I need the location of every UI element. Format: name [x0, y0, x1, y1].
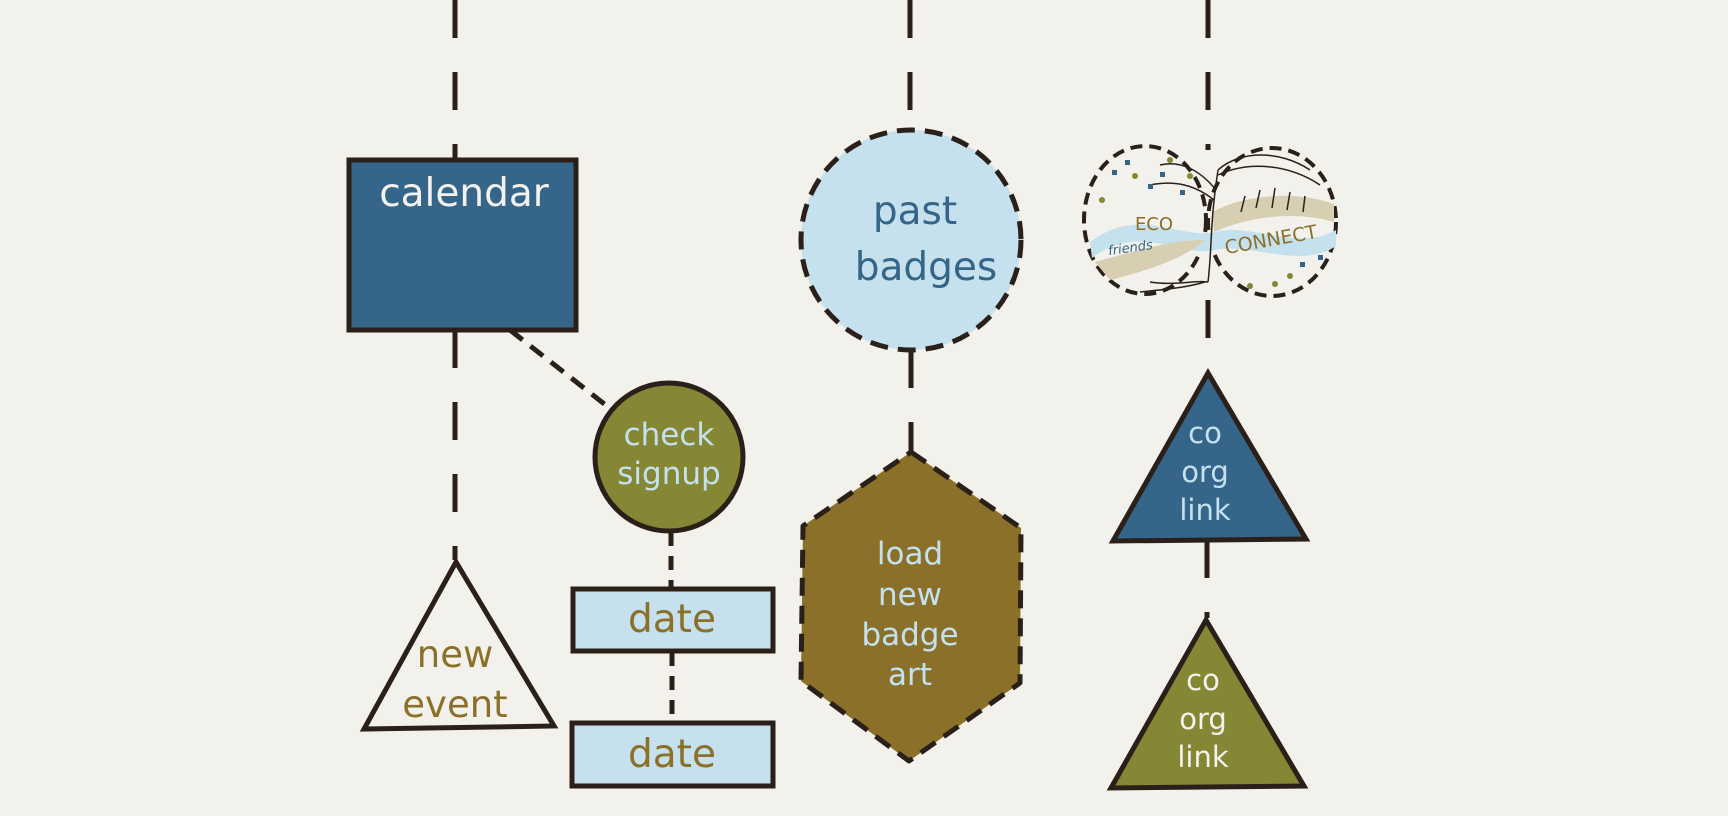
node-date-1: date — [570, 586, 776, 654]
co-org-link-label: org — [1179, 702, 1227, 736]
date-label: date — [628, 732, 716, 777]
date-box — [569, 720, 776, 789]
past-badges-label: badges — [855, 245, 997, 290]
logo-river — [1090, 224, 1336, 258]
logo-word-eco: ECO — [1135, 214, 1173, 235]
date-label: date — [628, 597, 716, 642]
logo-path — [1095, 240, 1205, 280]
load-badge-label: new — [878, 577, 942, 613]
node-co-org-link-blue: co org link — [1108, 368, 1311, 544]
load-badge-label: load — [877, 536, 943, 572]
co-org-link-triangle — [1106, 615, 1309, 791]
new-event-label: event — [402, 683, 507, 726]
load-badge-hexagon — [798, 449, 1024, 764]
node-calendar: calendar — [346, 157, 579, 333]
check-signup-label: signup — [617, 456, 720, 492]
logo-right-lobe — [1206, 146, 1338, 298]
co-org-link-label: link — [1177, 740, 1228, 774]
calendar-box — [346, 157, 579, 333]
node-past-badges: past badges — [798, 127, 1024, 353]
past-badges-circle — [798, 127, 1024, 353]
co-org-link-label: org — [1181, 455, 1229, 489]
date-box — [570, 586, 776, 654]
new-event-triangle — [359, 556, 559, 732]
logo-tree — [1139, 154, 1321, 293]
logo-dots — [1099, 157, 1323, 289]
past-badges-label: past — [873, 189, 957, 234]
load-badge-label: badge — [861, 617, 958, 653]
co-org-link-label: link — [1179, 493, 1230, 527]
eco-connect-tree-logo-icon: ECO friends CONNECT — [1082, 144, 1338, 298]
calendar-label: calendar — [379, 171, 550, 216]
co-org-link-triangle — [1108, 368, 1311, 544]
edge-calendar-check-signup — [508, 328, 614, 412]
check-signup-circle — [592, 380, 746, 534]
node-check-signup: check signup — [592, 380, 746, 534]
node-date-2: date — [569, 720, 776, 789]
co-org-link-label: co — [1186, 663, 1220, 697]
node-co-org-link-olive: co org link — [1106, 615, 1309, 791]
co-org-link-label: co — [1188, 416, 1222, 450]
edges — [452, 0, 1211, 723]
node-new-event: new event — [359, 556, 559, 732]
new-event-label: new — [417, 633, 493, 676]
logo-word-friends: friends — [1107, 238, 1154, 259]
check-signup-label: check — [624, 417, 715, 453]
load-badge-label: art — [888, 657, 932, 693]
node-load-badge-art: load new badge art — [798, 449, 1024, 764]
